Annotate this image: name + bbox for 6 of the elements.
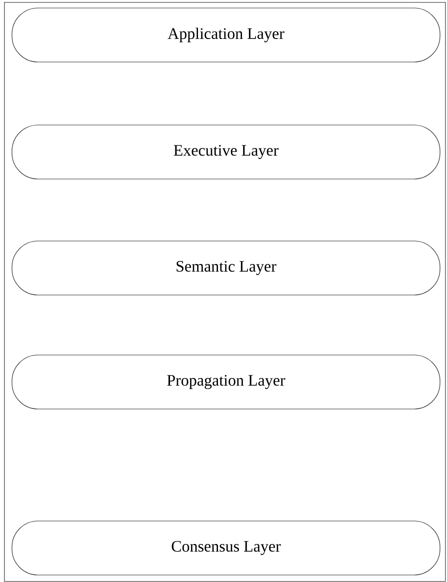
layer-box: Application Layer [12,8,440,62]
layer-box: Executive Layer [12,124,440,180]
layer-box: Consensus Layer [12,520,440,576]
layer-box: Propagation Layer [12,354,440,410]
frame [4,2,446,582]
layer-box: Semantic Layer [12,240,440,296]
